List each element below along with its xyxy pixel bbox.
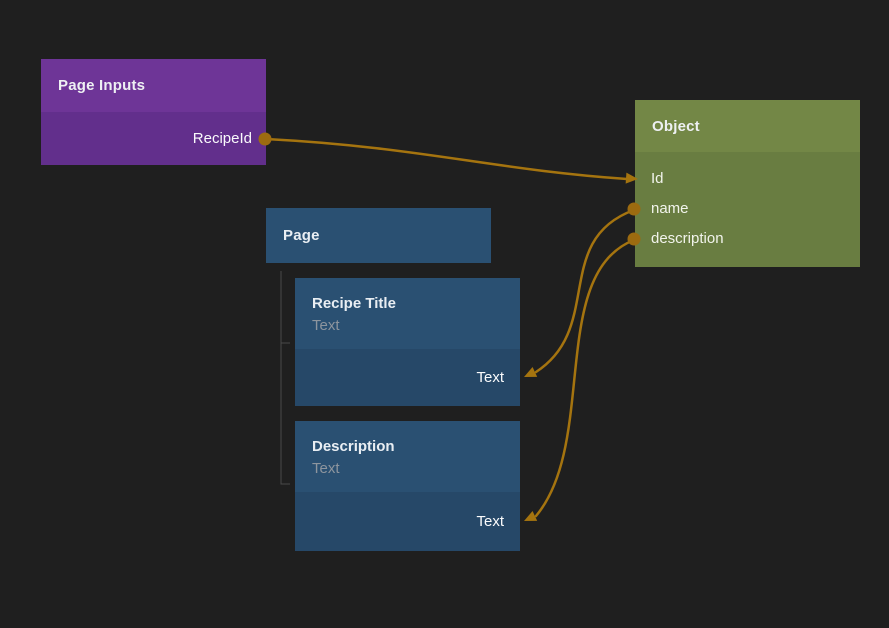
node-object-body: Id name description <box>635 152 860 267</box>
node-recipe-title-title: Recipe Title <box>312 295 396 312</box>
node-description[interactable]: Description Text Text <box>295 421 520 551</box>
node-page[interactable]: Page <box>266 208 491 263</box>
input-description-text[interactable]: Text <box>295 492 520 551</box>
field-name[interactable]: name <box>635 194 860 224</box>
field-recipeid-label: RecipeId <box>192 130 252 147</box>
node-description-subtitle: Text <box>312 460 340 477</box>
input-recipe-title-text-label: Text <box>476 369 504 386</box>
connection-recipeid-to-id[interactable] <box>264 137 629 181</box>
node-object-header[interactable]: Object <box>635 100 860 152</box>
field-recipeid[interactable]: RecipeId <box>41 112 266 165</box>
node-description-title: Description <box>312 438 395 455</box>
node-page-inputs-title: Page Inputs <box>58 77 146 94</box>
input-recipe-title-text[interactable]: Text <box>295 349 520 406</box>
tree-connector-line <box>280 271 290 485</box>
connection-name-to-recipe-title[interactable] <box>534 208 636 374</box>
node-object[interactable]: Object Id name description <box>635 100 860 267</box>
node-description-header[interactable]: Description Text <box>295 421 520 492</box>
node-recipe-title-header[interactable]: Recipe Title Text <box>295 278 520 349</box>
node-recipe-title-subtitle: Text <box>312 317 340 334</box>
node-page-inputs-header[interactable]: Page Inputs <box>41 59 266 112</box>
field-description[interactable]: description <box>635 224 860 254</box>
connection-description-to-description[interactable] <box>534 238 636 518</box>
node-page-inputs-body: RecipeId <box>41 112 266 165</box>
node-page-header[interactable]: Page <box>266 208 491 263</box>
field-id[interactable]: Id <box>635 164 860 194</box>
field-description-label: description <box>651 230 724 247</box>
node-object-title: Object <box>652 117 700 135</box>
field-id-label: Id <box>651 170 664 187</box>
node-page-inputs[interactable]: Page Inputs RecipeId <box>41 59 266 165</box>
field-name-label: name <box>651 200 689 217</box>
connection-arrowhead-description <box>524 510 538 521</box>
node-page-title: Page <box>283 227 320 244</box>
input-description-text-label: Text <box>476 513 504 530</box>
connection-arrowhead-recipe-title <box>524 366 538 377</box>
node-recipe-title[interactable]: Recipe Title Text Text <box>295 278 520 406</box>
